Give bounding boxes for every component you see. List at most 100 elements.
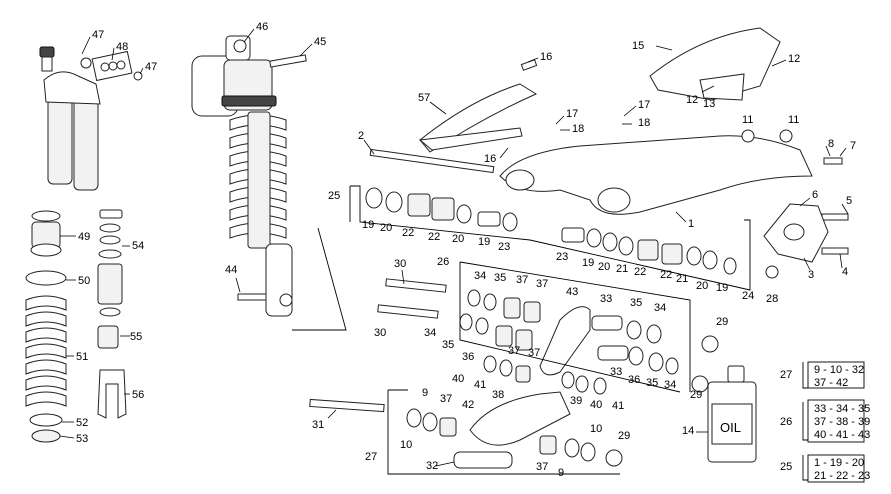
callout-number: 35 [442, 339, 454, 351]
callout-number: 17 [638, 99, 650, 111]
main-shock-absorber [191, 35, 293, 317]
callout-number: 37 [508, 345, 520, 357]
callout-number: 41 [474, 379, 486, 391]
shock-spring-parts-left [25, 210, 67, 443]
kit-line: 33 - 34 - 35 [814, 403, 870, 415]
callout-number: 19 [582, 257, 594, 269]
callout-number: 37 [528, 347, 540, 359]
callout-number: 26 [437, 256, 449, 268]
callout-number: 6 [812, 189, 818, 201]
callout-number: 53 [76, 433, 88, 445]
callout-number: 31 [312, 419, 324, 431]
callout-number: 19 [362, 219, 374, 231]
linkage-parts [406, 289, 719, 469]
callout-number: 1 [688, 218, 694, 230]
callout-number: 25 [328, 190, 340, 202]
callout-number: 41 [612, 400, 624, 412]
kit-line: 37 - 42 [814, 377, 848, 389]
oil-label: OIL [720, 420, 741, 435]
callout-number: 20 [380, 222, 392, 234]
callout-number: 29 [690, 389, 702, 401]
callout-number: 45 [314, 36, 326, 48]
callout-number: 29 [716, 316, 728, 328]
callout-number: 10 [590, 423, 602, 435]
callout-number: 20 [452, 233, 464, 245]
oil-bottle: OIL [707, 365, 757, 463]
callout-number: 16 [540, 51, 552, 63]
pivot-bearing-row [365, 129, 793, 279]
callout-number: 34 [654, 302, 666, 314]
callout-number: 34 [474, 270, 486, 282]
callout-number: 37 [536, 278, 548, 290]
callout-number: 8 [828, 138, 834, 150]
callout-number: 36 [462, 351, 474, 363]
shock-reservoir-assembly [39, 46, 143, 191]
callout-number: 54 [132, 240, 144, 252]
callout-number: 3 [808, 269, 814, 281]
callout-number: 4 [842, 266, 848, 278]
callout-number: 35 [494, 272, 506, 284]
callout-number: 23 [556, 251, 568, 263]
callout-number: 37 [536, 461, 548, 473]
callout-number: 32 [426, 460, 438, 472]
callout-number: 18 [572, 123, 584, 135]
callout-number: 34 [664, 379, 676, 391]
kit-line: 37 - 38 - 39 [814, 416, 870, 428]
chain-slider-and-guards [418, 27, 781, 153]
callout-number: 44 [225, 264, 237, 276]
kit-line: 21 - 22 - 23 [814, 470, 870, 482]
callout-number: 43 [566, 286, 578, 298]
callout-number: 20 [598, 261, 610, 273]
callout-number: 21 [616, 263, 628, 275]
callout-number: 40 [452, 373, 464, 385]
callout-number: 29 [618, 430, 630, 442]
kit-frames [292, 185, 865, 483]
callout-number: 38 [492, 389, 504, 401]
callout-number: 33 [600, 293, 612, 305]
callout-number: 47 [145, 61, 157, 73]
kit-legend: 27 9 - 10 - 32 37 - 42 26 33 - 34 - 35 3… [780, 364, 870, 482]
kit-number: 26 [780, 416, 792, 428]
callout-number: 56 [132, 389, 144, 401]
swingarm [499, 135, 829, 263]
callout-number: 42 [462, 399, 474, 411]
callout-number: 37 [440, 393, 452, 405]
callout-number: 20 [696, 280, 708, 292]
kit-line: 40 - 41 - 43 [814, 429, 870, 441]
callout-number: 21 [676, 273, 688, 285]
callout-number: 51 [76, 351, 88, 363]
callout-number: 28 [766, 293, 778, 305]
callout-number: 12 [686, 94, 698, 106]
callout-number: 50 [78, 275, 90, 287]
callout-number: 22 [634, 266, 646, 278]
callout-number: 10 [400, 439, 412, 451]
callout-number: 11 [742, 114, 753, 126]
callout-number: 2 [358, 130, 364, 142]
callout-number: 57 [418, 92, 430, 104]
callout-number: 16 [484, 153, 496, 165]
kit-line: 9 - 10 - 32 [814, 364, 864, 376]
callout-number: 52 [76, 417, 88, 429]
callout-number: 22 [428, 231, 440, 243]
callout-number: 19 [478, 236, 490, 248]
callout-number: 35 [630, 297, 642, 309]
kit-line: 1 - 19 - 20 [814, 457, 864, 469]
callout-number: 19 [716, 282, 728, 294]
callout-number: 22 [402, 227, 414, 239]
shock-seal-parts-center [97, 209, 127, 419]
callout-number: 35 [646, 377, 658, 389]
callout-number: 30 [394, 258, 406, 270]
callout-number: 17 [566, 108, 578, 120]
callout-number: 12 [788, 53, 800, 65]
callout-number: 37 [516, 274, 528, 286]
callout-number: 27 [365, 451, 377, 463]
callout-number: 24 [742, 290, 754, 302]
callout-number: 34 [424, 327, 436, 339]
kit-number: 25 [780, 461, 792, 473]
callout-number: 18 [638, 117, 650, 129]
callout-number: 7 [850, 140, 856, 152]
callout-number: 49 [78, 231, 90, 243]
leader-lines [59, 28, 849, 467]
